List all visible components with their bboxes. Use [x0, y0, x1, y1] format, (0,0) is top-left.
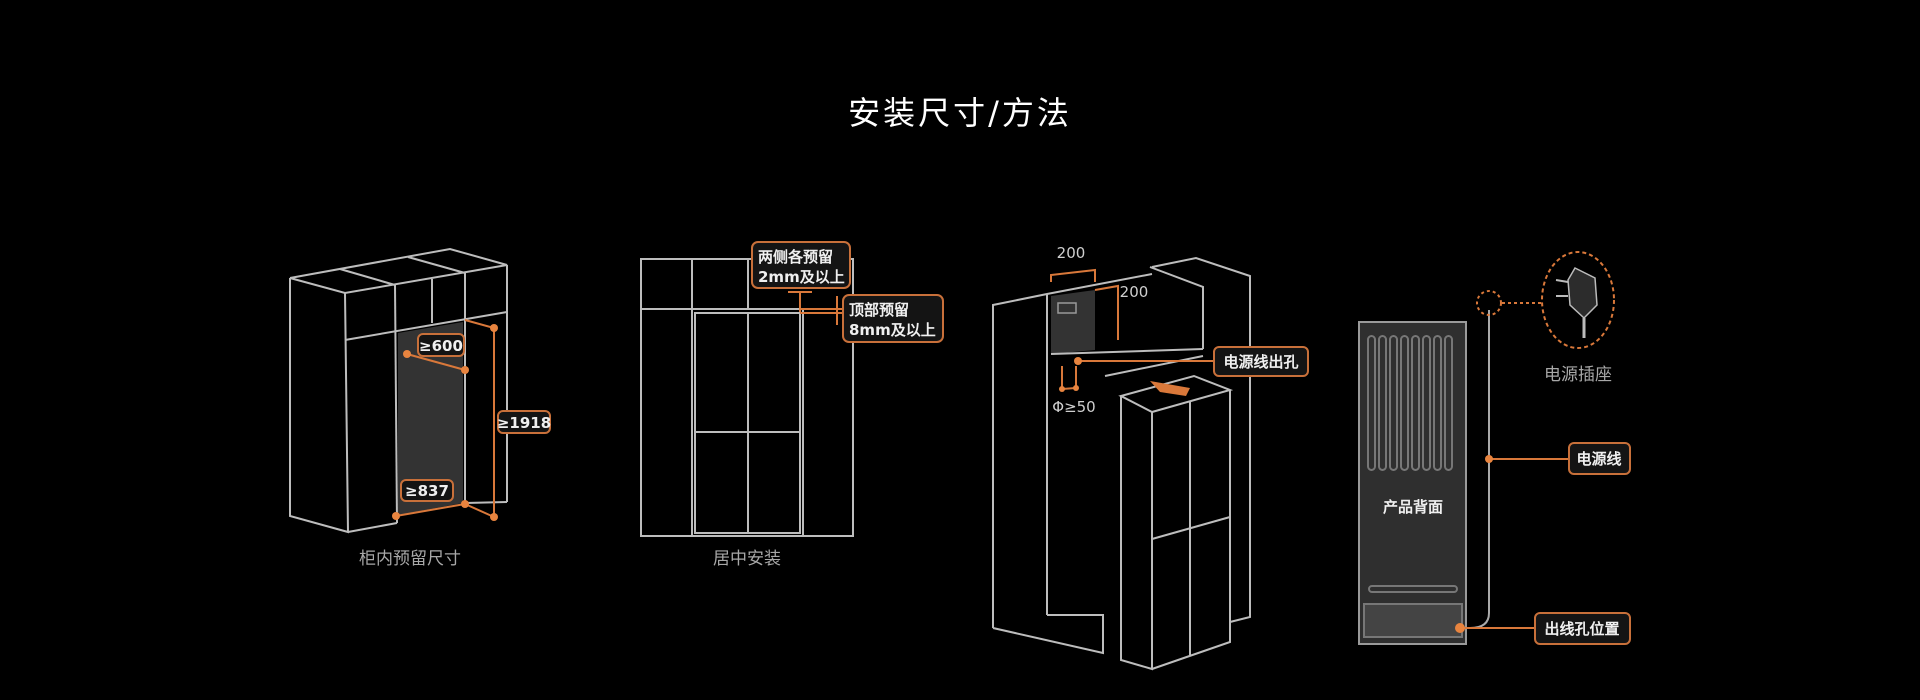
dim-height: 200 [1120, 283, 1149, 301]
diagram-cabinet-dimensions: ≥600 ≥1918 ≥837 柜内预留尺寸 [289, 247, 551, 569]
plug-end-icon [1476, 290, 1502, 316]
label-side-gap: 两侧各预留 2mm及以上 [751, 241, 851, 289]
svg-text:两侧各预留: 两侧各预留 [758, 248, 833, 266]
svg-text:电源线: 电源线 [1576, 450, 1621, 468]
fridge-outline [1118, 374, 1234, 671]
caption: 柜内预留尺寸 [359, 549, 461, 569]
svg-text:电源线出孔: 电源线出孔 [1223, 353, 1298, 371]
label-outlet-hole: 电源线出孔 [1213, 346, 1309, 377]
label-depth: ≥837 [400, 479, 454, 502]
socket-label: 电源插座 [1544, 365, 1612, 385]
plug-icon [1555, 267, 1598, 338]
svg-text:8mm及以上: 8mm及以上 [849, 321, 936, 339]
svg-text:顶部预留: 顶部预留 [849, 301, 909, 319]
label-power-cord: 电源线 [1568, 442, 1631, 475]
diagram-centered-install: 两侧各预留 2mm及以上 顶部预留 8mm及以上 居中安装 [640, 241, 944, 569]
cabinet-outline [992, 256, 1251, 655]
gap-marks [788, 291, 843, 325]
label-height: ≥1918 [497, 410, 551, 434]
page-title: 安装尺寸/方法 [848, 94, 1072, 132]
diagram-outlet-hole: 200 200 Φ≥50 电源线出孔 [992, 244, 1309, 671]
dim-hole-diameter: Φ≥50 [1052, 398, 1095, 416]
socket-panel [1051, 290, 1095, 354]
label-width: ≥600 [417, 333, 465, 357]
label-exit-hole: 出线孔位置 [1534, 612, 1631, 645]
fridge-front [694, 312, 801, 534]
svg-text:≥600: ≥600 [419, 337, 463, 355]
socket-icon [1057, 302, 1077, 314]
svg-text:≥837: ≥837 [405, 482, 449, 500]
condenser-coils [1363, 335, 1463, 638]
caption: 居中安装 [713, 549, 781, 569]
socket-callout [1541, 251, 1615, 349]
diagram-product-back: 产品背面 电源插座 电源线 出线孔位置 [1358, 251, 1631, 645]
dim-width: 200 [1057, 244, 1086, 262]
arrow-icon [1150, 381, 1190, 396]
svg-text:2mm及以上: 2mm及以上 [758, 268, 845, 286]
fridge-niche [398, 322, 463, 515]
label-top-gap: 顶部预留 8mm及以上 [842, 294, 944, 343]
cabinet-outline [289, 247, 508, 534]
back-label: 产品背面 [1383, 498, 1443, 516]
svg-text:出线孔位置: 出线孔位置 [1544, 620, 1619, 638]
dimension-marks [392, 319, 498, 521]
svg-text:≥1918: ≥1918 [497, 414, 551, 432]
